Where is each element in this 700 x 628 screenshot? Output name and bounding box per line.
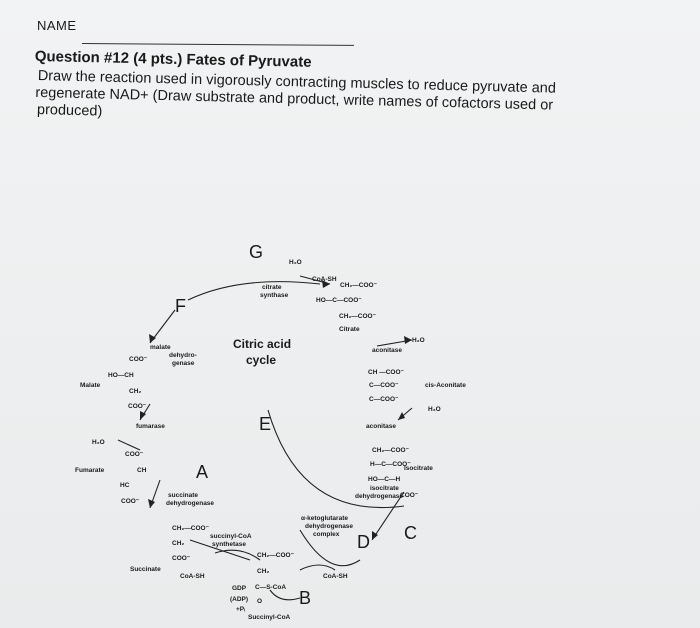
coa-sh-label-1: CoA-SH — [312, 276, 337, 283]
enzyme-fumarase: fumarase — [136, 423, 165, 430]
enzyme-akg-dh-2: dehydrogenase — [305, 523, 353, 530]
cycle-title-line-2: cycle — [246, 353, 276, 367]
gdp-label: GDP — [232, 585, 247, 592]
enzyme-succinylcoa-synthetase-1: succinyl-CoA — [210, 533, 252, 540]
citrate-line-3: CH₂—COO⁻ — [339, 313, 377, 320]
malate-name: Malate — [80, 382, 101, 389]
cis-aconitate-line-3: C—COO⁻ — [369, 396, 399, 403]
arrow-f-to-citrate — [187, 281, 321, 301]
fumarate-name: Fumarate — [75, 467, 105, 474]
succinylcoa-line-4: O — [257, 598, 262, 605]
name-label: NAME — [37, 18, 77, 33]
succinate-line-2: CH₂ — [172, 540, 184, 547]
letter-d: D — [357, 532, 370, 552]
arrow-isocitrate-to-d — [371, 491, 405, 541]
isocitrate-line-2: H—C—COO⁻ — [370, 461, 411, 468]
isocitrate-line-3: HO—C—H — [368, 476, 400, 483]
isocitrate-name: Isocitrate — [404, 465, 433, 472]
enzyme-isocitrate-dh-2: dehydrogenase — [355, 493, 403, 500]
succinylcoa-line-3: C—S-CoA — [255, 584, 286, 591]
malate-line-2: HO—CH — [108, 372, 134, 379]
arrow-e-to-isocitrate — [267, 409, 405, 509]
succinate-line-3: COO⁻ — [172, 555, 191, 562]
enzyme-succinate-dh-1: succinate — [168, 492, 198, 499]
succinylcoa-name: Succinyl-CoA — [248, 614, 291, 621]
letter-g: G — [249, 242, 263, 262]
isocitrate-line-1: CH₂—COO⁻ — [372, 447, 410, 454]
enzyme-citrate-synthase-1: citrate — [262, 284, 282, 291]
water-label-1: H₂O — [289, 259, 302, 266]
enzyme-akg-dh-1: α-ketoglutarate — [301, 515, 348, 522]
coa-sh-label-3: CoA-SH — [323, 573, 348, 580]
cis-aconitate-name: cis-Aconitate — [425, 382, 466, 389]
letter-c: C — [404, 523, 417, 543]
enzyme-malate-dh-1: malate — [150, 344, 171, 351]
cycle-title-line-1: Citric acid — [233, 337, 291, 351]
enzyme-isocitrate-dh-1: isocitrate — [370, 485, 399, 492]
citrate-line-2: HO—C—COO⁻ — [316, 297, 362, 304]
enzyme-citrate-synthase-2: synthase — [260, 292, 289, 299]
letter-f: F — [175, 296, 186, 316]
adp-label: (ADP) — [230, 596, 248, 603]
letter-b: B — [299, 588, 311, 608]
enzyme-aconitase-2: aconitase — [366, 423, 396, 430]
fumarate-line-1: COO⁻ — [125, 451, 144, 458]
fumarate-line-3: HC — [120, 482, 130, 489]
water-label-2: H₂O — [412, 337, 425, 344]
malate-line-3: CH₂ — [129, 388, 141, 395]
water-label-4: H₂O — [92, 439, 105, 446]
fumarate-line-2: CH — [137, 467, 147, 474]
enzyme-malate-dh-2: dehydro- — [169, 352, 197, 359]
coo-label-isocitrate: COO⁻ — [400, 492, 419, 499]
citrate-line-1: CH₂—COO⁻ — [340, 282, 378, 289]
letter-e: E — [259, 414, 271, 434]
enzyme-succinate-dh-2: dehydrogenase — [166, 500, 214, 507]
enzyme-aconitase-1: aconitase — [372, 347, 402, 354]
coa-sh-label-2: CoA-SH — [180, 573, 205, 580]
arrow-succinylcoa-to-succinate — [189, 539, 251, 561]
enzyme-akg-dh-3: complex — [313, 531, 340, 538]
fumarate-line-4: COO⁻ — [121, 498, 140, 505]
succinate-line-1: CH₂—COO⁻ — [172, 525, 210, 532]
malate-line-4: COO⁻ — [128, 403, 147, 410]
letter-a: A — [196, 462, 208, 482]
enzyme-malate-dh-3: genase — [172, 360, 195, 367]
cis-aconitate-line-2: C—COO⁻ — [369, 382, 399, 389]
malate-line-1: COO⁻ — [129, 356, 148, 363]
enzyme-succinylcoa-synthetase-2: synthetase — [212, 541, 246, 548]
citrate-name: Citrate — [339, 326, 360, 333]
water-label-3: H₂O — [428, 406, 441, 413]
arrow-heads — [140, 280, 412, 540]
cis-aconitate-line-1: CH —COO⁻ — [368, 369, 405, 376]
succinylcoa-line-1: CH₂—COO⁻ — [257, 552, 295, 559]
cycle-arrows — [117, 275, 413, 601]
succinate-name: Succinate — [130, 566, 161, 573]
pi-label: +Pᵢ — [236, 606, 245, 613]
succinylcoa-line-2: CH₂ — [257, 568, 269, 575]
